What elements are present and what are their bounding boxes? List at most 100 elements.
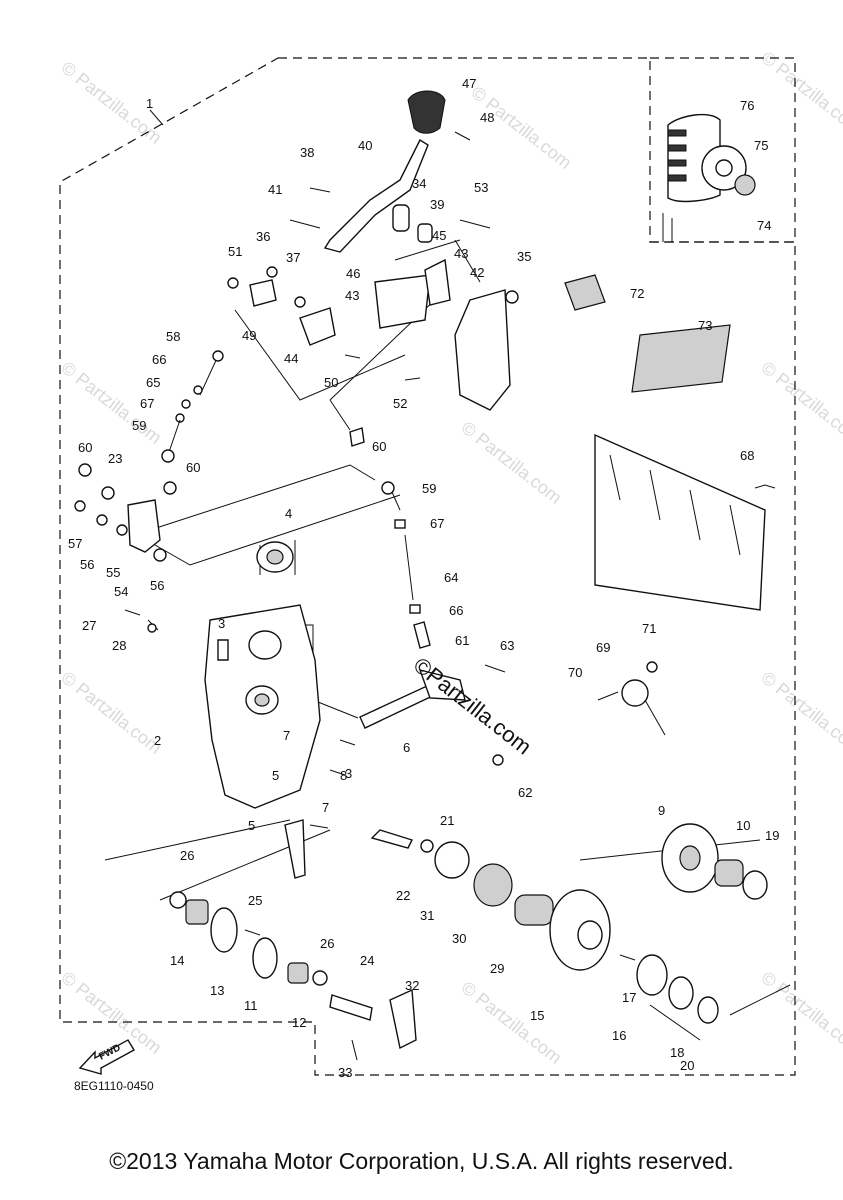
callout-16: 16 [612, 1028, 626, 1043]
center-watermark: ©Partzilla.com [409, 652, 536, 759]
callout-43: 43 [345, 288, 359, 303]
callout-5: 5 [272, 768, 279, 783]
callout-59: 59 [422, 481, 436, 496]
callout-48: 48 [480, 110, 494, 125]
callout-52: 52 [393, 396, 407, 411]
chain-links [667, 129, 687, 182]
callout-54: 54 [114, 584, 128, 599]
callout-2: 2 [154, 733, 161, 748]
holder-16-part [636, 954, 668, 996]
callout-68: 68 [740, 448, 754, 463]
callout-13: 13 [210, 983, 224, 998]
callout-25: 25 [248, 893, 262, 908]
callout-39: 39 [430, 197, 444, 212]
plate-part [454, 289, 511, 411]
callout-55: 55 [106, 565, 120, 580]
washer-part [697, 996, 719, 1024]
arm-part [127, 499, 161, 553]
callout-9: 9 [658, 803, 665, 818]
callout-34: 34 [412, 176, 426, 191]
gear-11-part [252, 937, 278, 979]
watermark: © Partzilla.com [458, 417, 566, 507]
callout-27: 27 [82, 618, 96, 633]
callout-41: 41 [268, 182, 282, 197]
callout-50: 50 [324, 375, 338, 390]
pin-part [329, 994, 373, 1021]
callout-38: 38 [300, 145, 314, 160]
callout-28: 28 [112, 638, 126, 653]
callout-26: 26 [180, 848, 194, 863]
label-decal-part [564, 274, 606, 311]
callout-32: 32 [405, 978, 419, 993]
callout-71: 71 [642, 621, 656, 636]
gear-train-group [169, 891, 417, 1050]
callout-70: 70 [568, 665, 582, 680]
callout-67: 67 [430, 516, 444, 531]
collar-part [514, 894, 554, 926]
callout-65: 65 [146, 375, 160, 390]
callout-14: 14 [170, 953, 184, 968]
shift-shaft-group [359, 664, 506, 766]
clutch-group [420, 823, 768, 1024]
callout-6: 6 [403, 740, 410, 755]
callout-53: 53 [474, 180, 488, 195]
left-rod-group [74, 350, 224, 562]
callout-29: 29 [490, 961, 504, 976]
shift-lever-group [227, 90, 519, 447]
callout-49: 49 [242, 328, 256, 343]
callout-47: 47 [462, 76, 476, 91]
crankcase-group [147, 604, 356, 809]
assembly-boundary [59, 57, 796, 1076]
callout-33: 33 [338, 1065, 352, 1080]
callout-8: 8 [340, 768, 347, 783]
switch-part [621, 679, 649, 707]
watermark: © Partzilla.com [468, 82, 576, 172]
callout-57: 57 [68, 536, 82, 551]
watermark: © Partzilla.com [758, 967, 843, 1057]
watermark: © Partzilla.com [758, 667, 843, 757]
switch-group [597, 661, 666, 736]
holder-part [299, 307, 336, 346]
callout-66: 66 [152, 352, 166, 367]
small-bolts [124, 609, 358, 1061]
callout-5: 5 [248, 818, 255, 833]
knob-part [407, 90, 446, 134]
callout-20: 20 [680, 1058, 694, 1073]
bearing-10-part [714, 859, 744, 887]
callout-56: 56 [80, 557, 94, 572]
case-cover-part [594, 433, 766, 611]
callout-76: 76 [740, 98, 754, 113]
callout-11: 11 [244, 998, 258, 1013]
callout-7: 7 [283, 728, 290, 743]
nut-19-part [742, 870, 768, 900]
callout-74: 74 [757, 218, 771, 233]
gear-13-part [210, 907, 238, 953]
lever-part [323, 138, 429, 253]
callout-22: 22 [396, 888, 410, 903]
callout-19: 19 [765, 828, 779, 843]
spring-part [473, 863, 513, 907]
circlip-part [668, 976, 694, 1010]
callout-3: 3 [345, 766, 352, 781]
callout-labels: 1 2 3 3 4 5 5 6 7 7 8 9 10 11 12 13 14 1… [68, 76, 779, 1080]
callout-30: 30 [452, 931, 466, 946]
callout-43: 43 [454, 246, 468, 261]
callout-17: 17 [622, 990, 636, 1005]
callout-59: 59 [132, 418, 146, 433]
callout-46: 46 [346, 266, 360, 281]
callout-3: 3 [218, 616, 225, 631]
callout-12: 12 [292, 1015, 306, 1030]
callout-72: 72 [630, 286, 644, 301]
callout-63: 63 [500, 638, 514, 653]
callout-4: 4 [285, 506, 292, 521]
callout-60: 60 [78, 440, 92, 455]
callout-31: 31 [420, 908, 434, 923]
bolt-part [370, 829, 413, 849]
caution-label-part [631, 324, 731, 393]
callout-42: 42 [470, 265, 484, 280]
callout-26: 26 [320, 936, 334, 951]
callout-18: 18 [670, 1045, 684, 1060]
chain-sprocket-group [667, 113, 756, 203]
callout-10: 10 [736, 818, 750, 833]
